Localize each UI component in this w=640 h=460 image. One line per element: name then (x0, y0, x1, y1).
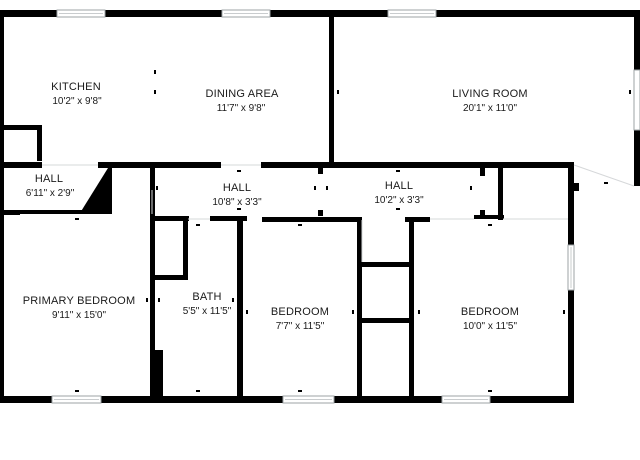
tick (75, 390, 79, 392)
tick (298, 224, 302, 226)
window-living-right (633, 69, 640, 131)
bedroom-2-label: BEDROOM (271, 306, 329, 318)
tick (337, 90, 339, 94)
tick (604, 182, 608, 184)
wall-closet-bottom (152, 275, 188, 280)
wall-kitchen-closet-top (0, 125, 41, 130)
wall-hall-wedge (80, 168, 112, 213)
tick-marks (2, 70, 631, 392)
wall-primary-top (4, 210, 112, 214)
bedroom-3-label: BEDROOM (461, 306, 519, 318)
tick (154, 70, 156, 74)
wall-hall-top-mid (98, 162, 221, 168)
tick (396, 208, 400, 210)
bath-dims: 5'5" x 11'5" (183, 306, 232, 317)
kitchen-label: KITCHEN (51, 81, 101, 93)
bedroom-3-dims: 10'0" x 11'5" (463, 321, 518, 332)
living-label: LIVING ROOM (452, 88, 528, 100)
hall-left-dims: 6'11" x 2'9" (26, 188, 75, 199)
wall-closet3-side (498, 165, 503, 220)
door-openings (42, 164, 635, 262)
tick (158, 298, 160, 302)
tick (154, 90, 156, 94)
wall-hall-post-1 (318, 168, 323, 174)
wall-bed3-top (405, 217, 430, 222)
wall-bath-right (237, 216, 243, 400)
wall-bed2-right (357, 217, 362, 403)
wall-hall-post-2 (318, 210, 323, 216)
tick (629, 90, 631, 94)
wall-bath-top (210, 216, 247, 221)
tick (156, 186, 158, 190)
tick (2, 70, 4, 74)
bedroom-2-dims: 7'7" x 11'5" (276, 321, 325, 332)
dining-dims: 11'7" x 9'8" (217, 103, 266, 114)
window-lines (54, 13, 572, 400)
hall-mid-label: HALL (223, 182, 251, 194)
wall-closet-top (152, 216, 189, 221)
wall-bottom-2 (101, 396, 283, 403)
wall-top (0, 10, 640, 17)
wall-closet3-bottom (474, 215, 504, 219)
wall-hall-end-post (480, 168, 485, 176)
tick (232, 298, 234, 302)
wall-bed2-top (262, 217, 362, 222)
tick (196, 390, 200, 392)
tick (75, 218, 79, 220)
wall-bottom-1 (0, 396, 52, 403)
wall-left-upper (0, 10, 4, 170)
tick (470, 186, 472, 190)
wall-hall-top-right (261, 162, 574, 168)
tick (237, 170, 241, 172)
wall-bottom-3 (334, 396, 442, 403)
tick (396, 170, 400, 172)
tick (352, 310, 354, 314)
wall-living-divider (329, 14, 334, 166)
hall-right-label: HALL (385, 180, 413, 192)
tick (246, 310, 248, 314)
wall-closet2-bottom (360, 318, 413, 323)
wall-bottom-4 (490, 396, 574, 403)
room-labels: KITCHEN 10'2" x 9'8" DINING AREA 11'7" x… (23, 81, 528, 332)
bath-label: BATH (192, 291, 221, 303)
kitchen-dims: 10'2" x 9'8" (52, 96, 102, 107)
walls (0, 10, 640, 403)
wall-hall-end-post-b (480, 210, 485, 218)
tick (146, 298, 148, 302)
hall-mid-dims: 10'8" x 3'3" (212, 197, 262, 208)
tick (196, 224, 200, 226)
dining-label: DINING AREA (205, 88, 279, 100)
tick (237, 208, 241, 210)
wall-hall-end-top (474, 162, 504, 168)
tick (298, 390, 302, 392)
hall-left-label: HALL (35, 173, 63, 185)
tick (563, 310, 565, 314)
wall-closet2-top (360, 262, 413, 267)
living-dims: 20'1" x 11'0" (463, 103, 518, 114)
hall-right-dims: 10'2" x 3'3" (374, 195, 424, 206)
tick (488, 390, 492, 392)
wall-closet-side (183, 216, 188, 279)
windows (51, 9, 575, 404)
wall-hall-top-left (0, 162, 42, 168)
tick (488, 224, 492, 226)
wall-right-stub (570, 183, 579, 191)
primary-bedroom-dims: 9'11" x 15'0" (52, 310, 107, 321)
tick (326, 186, 328, 190)
wall-primary-right (150, 168, 155, 403)
tick (2, 298, 4, 302)
opening-line (573, 164, 635, 187)
wall-kitchen-closet-side (37, 125, 42, 161)
primary-bedroom-label: PRIMARY BEDROOM (23, 295, 136, 307)
wall-left-lower (0, 168, 4, 403)
tick (418, 310, 420, 314)
wall-bed3-left (409, 217, 414, 403)
tick (314, 186, 316, 190)
wall-bath-jamb (152, 350, 163, 400)
